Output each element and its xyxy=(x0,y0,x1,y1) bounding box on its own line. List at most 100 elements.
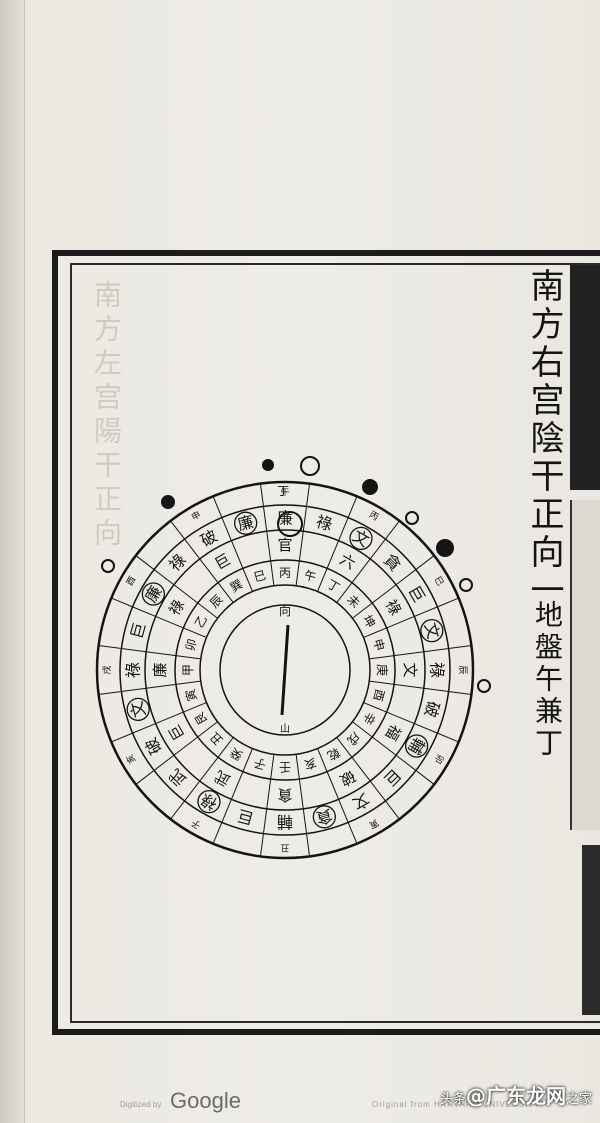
bleed-through-text: 南方左宫陽干正向 xyxy=(90,280,123,552)
star-dot xyxy=(477,679,491,693)
middle-ring-divider xyxy=(266,778,272,809)
page-frame-inner xyxy=(70,263,600,1023)
middle-ring-label: 巨 xyxy=(165,721,188,743)
inner-ring-divider xyxy=(317,748,328,772)
outer-ring-divider xyxy=(395,754,417,771)
outer-ring-label: 廉 xyxy=(235,512,255,534)
inner-ring-label: 乾 xyxy=(325,745,342,763)
outer-ring-label: 祿 xyxy=(124,662,143,678)
middle-ring-divider xyxy=(155,615,184,629)
margin-block-bottom xyxy=(582,845,600,1015)
outer-ring-label: 貪 xyxy=(314,806,334,828)
inner-ring-label: 癸 xyxy=(228,745,245,763)
middle-ring-label: 文 xyxy=(401,662,419,677)
outer-ring-divider xyxy=(184,780,201,802)
inner-ring-label: 未 xyxy=(344,592,362,610)
rim-mark-label: 子 xyxy=(190,817,203,831)
inner-ring-divider xyxy=(336,582,353,603)
outer-ring-label: 廉 xyxy=(277,509,293,528)
inner-ring-label: 坤 xyxy=(360,612,379,630)
inner-ring-divider xyxy=(363,627,387,638)
middle-ring-divider xyxy=(155,711,184,725)
outer-ring-divider xyxy=(423,647,449,653)
watermark-suffix: 之家 xyxy=(566,1092,593,1107)
outer-ring-divider xyxy=(132,723,156,734)
inner-ring-label: 丑 xyxy=(207,729,225,747)
compass-ring-4 xyxy=(119,504,451,836)
middle-ring-divider xyxy=(173,584,199,604)
middle-ring-divider xyxy=(199,756,219,782)
middle-ring-divider xyxy=(298,531,304,562)
outer-ring-divider xyxy=(121,647,147,653)
outer-ring-divider xyxy=(369,780,386,802)
outer-ring-divider xyxy=(414,606,438,617)
rim-mark-label: 亥 xyxy=(123,752,138,766)
middle-ring-divider xyxy=(230,540,244,569)
middle-ring-label: 廉 xyxy=(151,662,169,677)
rim-mark-label: 寅 xyxy=(367,817,381,832)
rim-divider xyxy=(170,520,185,540)
middle-ring-divider xyxy=(371,584,397,604)
inner-ring-label: 辛 xyxy=(360,710,378,727)
rim-divider xyxy=(448,691,472,696)
rim-divider xyxy=(347,496,358,518)
rim-divider xyxy=(111,597,133,608)
outer-ring-divider xyxy=(221,799,232,823)
rim-mark-label: 丙 xyxy=(367,509,380,523)
page-frame-outer xyxy=(52,250,600,1035)
inner-ring-divider xyxy=(217,582,234,603)
outer-ring-divider xyxy=(153,569,175,586)
middle-ring-label: 祿 xyxy=(382,596,405,618)
inner-ring-label: 丙 xyxy=(279,566,291,580)
inner-ring-label: 庚 xyxy=(375,664,390,676)
star-dot xyxy=(436,539,454,557)
middle-ring-label: 武 xyxy=(211,767,233,790)
inner-ring-divider xyxy=(352,602,373,619)
circled-star-mark xyxy=(197,789,221,814)
middle-ring-divider xyxy=(199,558,219,584)
circled-star-mark xyxy=(349,526,373,551)
middle-ring-divider xyxy=(393,651,424,657)
outer-ring-label: 巨 xyxy=(235,806,255,828)
star-dot xyxy=(459,578,473,592)
rim-divider xyxy=(385,520,400,540)
rim-divider xyxy=(259,483,264,507)
circled-star-mark xyxy=(420,619,444,643)
inner-ring-divider xyxy=(336,737,353,758)
inner-ring-divider xyxy=(295,754,300,780)
compass-ring-0 xyxy=(219,604,351,736)
middle-ring-label: 官 xyxy=(277,536,292,554)
margin-band xyxy=(570,500,600,830)
inner-ring-divider xyxy=(317,568,328,592)
compass-ring-2 xyxy=(174,559,396,781)
outer-ring-label: 祿 xyxy=(428,662,447,678)
inner-ring-label: 丁 xyxy=(325,577,342,595)
outer-ring-divider xyxy=(132,606,156,617)
star-dot xyxy=(262,459,274,471)
rim-divider xyxy=(170,800,185,820)
outer-ring-divider xyxy=(221,517,232,541)
rim-divider xyxy=(415,770,435,785)
inner-ring-divider xyxy=(270,560,275,586)
inner-ring-divider xyxy=(295,560,300,586)
inner-ring-label: 乙 xyxy=(192,613,210,630)
rim-divider xyxy=(385,800,400,820)
compass-rings: 丙午丁未坤申庚酉辛戌乾亥壬子癸丑艮寅甲卯乙辰巽巳官六祿文福破貪武巨廉祿巨廉祿文貪… xyxy=(95,456,491,860)
middle-ring-label: 祿 xyxy=(165,596,188,618)
outer-ring-divider xyxy=(184,538,201,560)
outer-ring-divider xyxy=(338,517,349,541)
inner-ring-label: 甲 xyxy=(181,664,195,676)
circled-star-mark xyxy=(404,734,429,758)
page-subtitle: 地盤午兼丁 xyxy=(531,600,564,760)
inner-ring-divider xyxy=(369,655,395,660)
rim-mark-label: 午 xyxy=(280,486,289,498)
outer-ring-divider xyxy=(262,808,268,834)
middle-ring-label: 福 xyxy=(382,721,405,743)
inner-ring-label: 午 xyxy=(302,568,317,585)
top-label: 丁 xyxy=(277,484,289,498)
middle-ring-label: 貪 xyxy=(277,786,292,804)
middle-ring-divider xyxy=(326,771,340,800)
middle-ring-divider xyxy=(326,540,340,569)
outer-ring-divider xyxy=(302,506,308,532)
star-dot xyxy=(161,495,175,509)
